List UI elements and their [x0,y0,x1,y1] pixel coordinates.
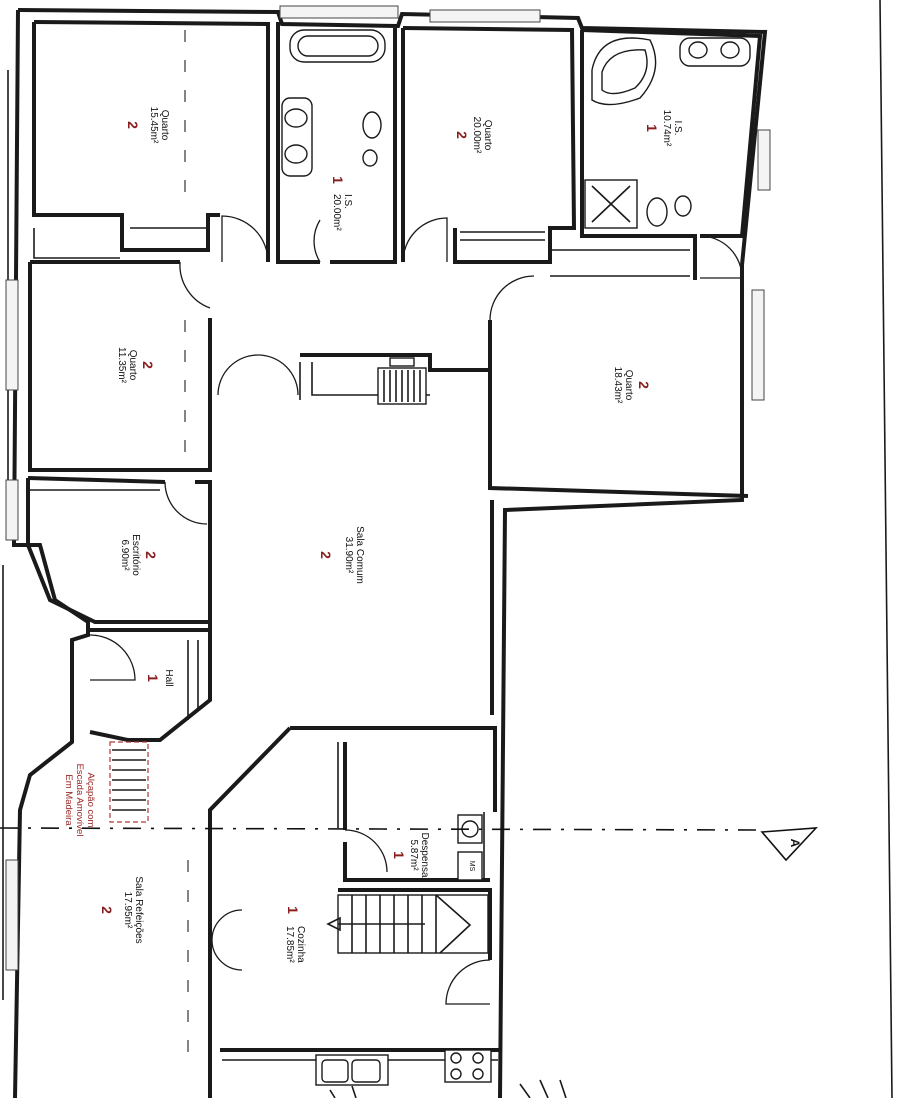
attic-note: Alçapão com Escada Amovível Em Madeira [63,764,96,837]
svg-text:Sala Comum: Sala Comum [354,526,365,584]
svg-text:2: 2 [636,381,652,389]
svg-text:18.43m²: 18.43m² [612,367,623,404]
svg-text:1: 1 [145,674,161,682]
room-label-despensa: Despensa 5.87m² 1 [391,832,430,877]
svg-text:Quarto: Quarto [159,110,170,141]
kitchen-stairs [326,894,489,954]
bottom-elements [329,1079,567,1098]
svg-text:2: 2 [125,121,141,129]
svg-text:2: 2 [99,906,115,914]
section-marker: A [760,827,818,862]
svg-text:Alçapão com: Alçapão com [85,773,96,828]
svg-text:1: 1 [391,851,407,859]
windows [5,5,771,971]
svg-text:Quarto: Quarto [127,350,138,381]
room-label-is-2: I.S. 10.74m² 1 [644,110,683,147]
svg-text:1: 1 [285,906,301,914]
svg-text:Escritório: Escritório [130,534,141,576]
svg-text:2: 2 [140,361,156,369]
exterior-walls [2,8,768,1098]
svg-text:1: 1 [644,124,660,132]
svg-text:Escada Amovível: Escada Amovível [74,764,85,837]
svg-text:31.90m²: 31.90m² [343,537,354,574]
stair-grille [377,357,427,405]
room-label-escritorio: 2 Escritório 6.90m² [119,534,159,576]
ms-label: MS [468,861,475,872]
svg-text:1: 1 [330,176,346,184]
kitchen-counter [315,1049,492,1086]
room-label-sala-refeicoes: Sala Refeições 17.95m² 2 [99,876,144,943]
attic-hatch [109,741,149,823]
svg-text:2: 2 [454,131,470,139]
room-label-hall: Hall 1 [145,669,174,686]
svg-text:17.85m²: 17.85m² [284,926,295,963]
bathroom-fixtures [281,29,751,229]
svg-text:11.35m²: 11.35m² [116,347,127,384]
section-axis-line [0,827,761,831]
room-label-cozinha: 1 Cozinha 17.85m² [284,906,306,963]
svg-text:Hall: Hall [163,669,174,686]
room-label-quarto-2: Quarto 20.00m² 2 [454,117,493,154]
room-label-quarto-3: 2 Quarto 11.35m² [116,347,156,384]
guide-lines [184,30,189,1060]
room-label-sala-comum: Sala Comum 31.90m² 2 [318,526,365,584]
svg-text:Sala Refeições: Sala Refeições [133,876,144,943]
room-label-is-1: 1 I.S. 20.00m² [330,176,353,231]
doors [89,215,743,1005]
svg-text:Em Madeira: Em Madeira [63,774,74,826]
svg-text:20.00m²: 20.00m² [471,117,482,154]
svg-text:2: 2 [318,551,334,559]
room-label-quarto-1: Quarto 15.45m² 2 [125,107,170,144]
svg-text:Cozinha: Cozinha [295,926,306,963]
paper-edge [879,0,893,1098]
section-marker-letter: A [788,839,802,848]
svg-text:Quarto: Quarto [623,370,634,401]
svg-text:I.S.: I.S. [672,120,683,135]
svg-text:Quarto: Quarto [482,120,493,151]
svg-text:17.95m²: 17.95m² [122,892,133,929]
room-label-quarto-4: 2 Quarto 18.43m² [612,367,652,404]
svg-text:20.00m²: 20.00m² [331,194,342,231]
svg-text:5.87m²: 5.87m² [408,839,419,871]
svg-text:6.90m²: 6.90m² [119,539,130,571]
svg-text:10.74m²: 10.74m² [661,110,672,147]
svg-text:I.S.: I.S. [342,194,353,209]
svg-text:Despensa: Despensa [419,832,430,877]
svg-text:15.45m²: 15.45m² [148,107,159,144]
svg-text:2: 2 [143,551,159,559]
